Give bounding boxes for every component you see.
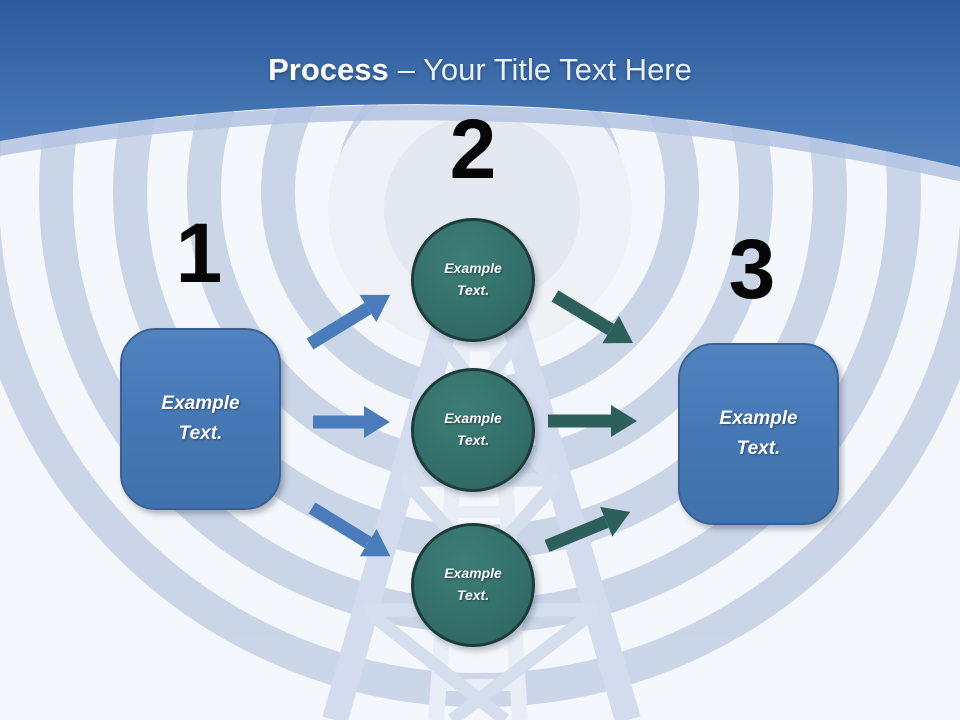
process-circle-top: Example Text. [411,218,535,342]
slide-title-regular: – Your Title Text Here [397,52,692,87]
step-number-2: 2 [449,102,497,196]
process-box-step3: Example Text. [678,343,839,525]
process-box-step1: Example Text. [120,328,281,510]
process-box-step1-label: Example Text. [161,392,240,444]
process-box-step3-label: Example Text. [719,407,798,459]
process-circle-bottom: Example Text. [411,523,535,647]
process-circle-bottom-label: Example Text. [444,565,502,603]
step-number-1: 1 [175,206,223,300]
process-circle-middle-label: Example Text. [444,410,502,448]
process-circle-top-label: Example Text. [444,260,502,298]
process-circle-middle: Example Text. [411,368,535,492]
slide-title-bold: Process [268,52,389,87]
step-number-3: 3 [728,222,776,316]
slide-title: Process– Your Title Text Here [0,50,960,94]
